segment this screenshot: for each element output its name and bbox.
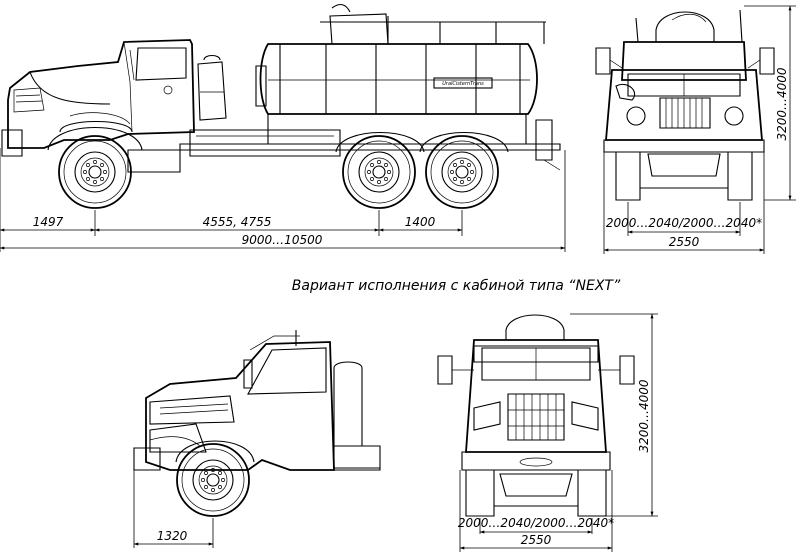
next-side-view [133,330,381,517]
fuel-tank [189,129,341,157]
front-bumper [1,129,23,157]
name-plate [433,77,493,89]
variant-caption: Вариант исполнения с кабиной типа “NEXT” [292,278,621,294]
frame [179,143,561,151]
next-right-headlight [571,401,599,431]
next-left-headlight [473,401,501,431]
tanker-front-view [595,9,775,201]
next-side-dimensions: 1320 [133,470,214,548]
top-side-dimensions: 1497 4555, 4755 1400 9000…10500 [0,148,566,252]
front-bumper-front [603,139,765,153]
next-side-mirror [243,359,253,389]
dim-height-next: 3200…4000 [637,379,651,452]
left-headlight [626,106,646,126]
next-right-mirror [619,355,635,385]
rear-wheel [425,135,499,209]
dim-height-top: 3200…4000 [775,67,789,140]
next-grille [507,393,565,441]
spare-box [197,61,227,121]
dim-rear-axles: 1400 [405,215,436,229]
cab-outline [7,39,195,149]
next-right-tire [577,469,607,517]
next-hood-side [149,395,235,425]
next-front-dimensions: 2000…2040/2000…2040* 2550 3200…4000 [458,313,658,552]
dim-track-next: 2000…2040/2000…2040* [458,516,614,530]
next-front-bumper [133,447,161,471]
next-tank-top [473,345,599,363]
grille [659,97,711,129]
next-bumper [461,451,611,471]
left-tire-front [615,151,641,201]
dim-overall-length: 9000…10500 [242,233,323,247]
tank-dome [655,11,715,43]
hood-line [29,71,111,105]
windshield [627,73,741,97]
next-front-wheel [176,443,250,517]
dim-wheelbase: 4555, 4755 [203,215,272,229]
right-tire-front [727,151,753,201]
left-mirror [595,47,611,75]
next-spare [333,361,363,447]
plate-text: UralCisternTrans [442,81,484,87]
dim-width-top: 2550 [669,235,700,249]
next-cab-outline [145,341,335,471]
next-front-view [437,314,635,517]
tanker-side-view: UralCisternTrans [1,3,561,209]
cab-window [135,47,187,81]
right-headlight [724,106,744,126]
next-left-mirror [437,355,453,385]
mid-wheel [342,135,416,209]
dim-front-overhang: 1497 [33,215,64,229]
next-left-tire [465,469,495,517]
tank-hatch [329,13,389,45]
dim-width-next: 2550 [521,533,552,547]
right-mirror [759,47,775,75]
next-cab-window [247,347,327,395]
front-wheel [58,135,132,209]
next-tank-dome [505,314,565,341]
next-windshield [481,347,591,381]
dim-front-overhang-next: 1320 [157,529,188,543]
top-front-dimensions: 2000…2040/2000…2040* 2550 3200…4000 [603,5,796,254]
tank-body [259,43,538,115]
dim-track-top: 2000…2040/2000…2040* [606,216,762,230]
